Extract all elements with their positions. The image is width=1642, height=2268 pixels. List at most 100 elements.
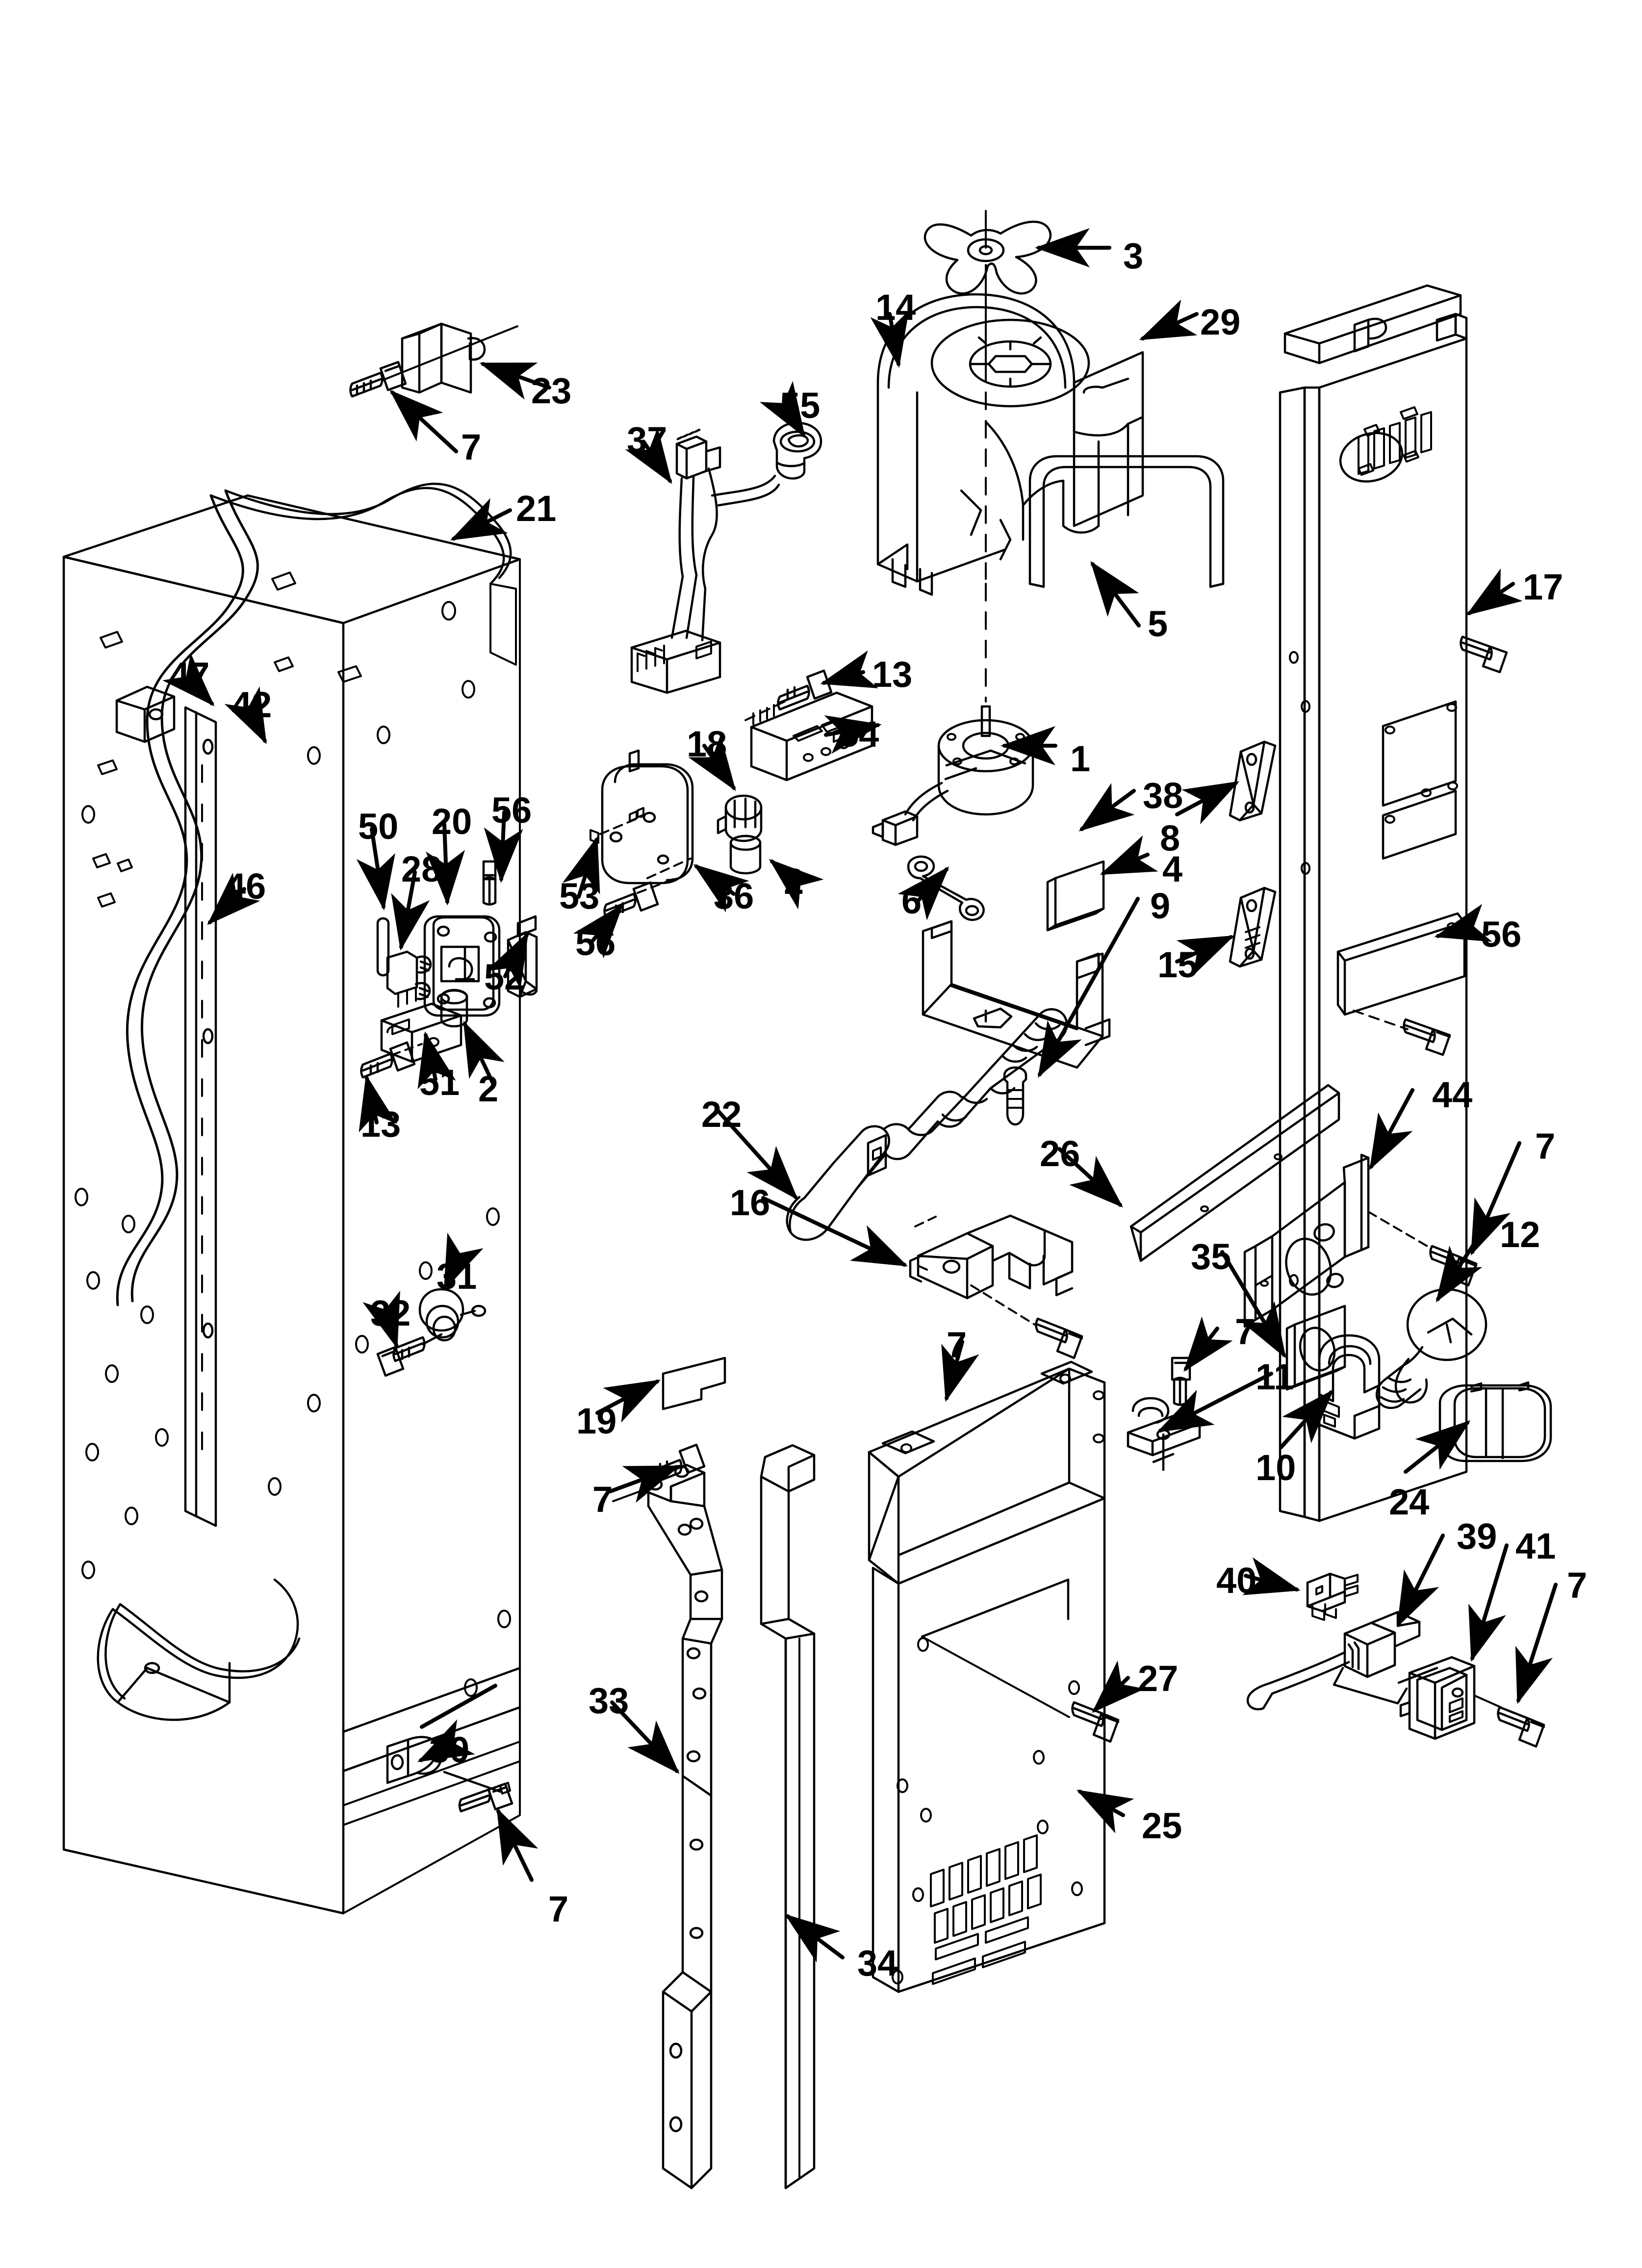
- screw-27-art: [1071, 1701, 1120, 1743]
- ground-strap-art: [907, 855, 985, 921]
- callout-label: 23: [531, 370, 572, 411]
- callout-label: 4: [1162, 849, 1183, 889]
- wire-clamp-art: [1127, 1397, 1201, 1471]
- right-side-panel-art: [1279, 313, 1508, 1522]
- callout-label: 7: [1567, 1565, 1588, 1606]
- callout-label: 46: [226, 866, 266, 907]
- callout-label: 11: [1256, 1356, 1294, 1397]
- callout-label: 13: [360, 1104, 401, 1145]
- callout-label: 5: [1148, 603, 1168, 644]
- callout-label: 44: [1432, 1074, 1473, 1115]
- callout-label: 56: [1481, 914, 1522, 955]
- callout-label: 51: [419, 1062, 460, 1103]
- callout-label: 36: [714, 876, 754, 916]
- light-lens-gasket-art: [1285, 1304, 1346, 1391]
- callout-label: 41: [1515, 1526, 1556, 1566]
- light-lens-cover-art: [1438, 1381, 1552, 1462]
- callout-label: 22: [701, 1094, 742, 1135]
- callout-label: 9: [1150, 886, 1171, 926]
- wire-connector-art: [1246, 1611, 1421, 1711]
- callout-label: 16: [730, 1182, 770, 1223]
- screw-56a-art: [482, 860, 497, 906]
- defrost-thermostat-art: [1397, 1656, 1502, 1740]
- screw-33-art: [649, 1443, 706, 1485]
- callout-label: 26: [1040, 1133, 1080, 1174]
- callout-label: 13: [872, 654, 913, 695]
- callout-label: 7: [1535, 1126, 1556, 1167]
- callout-label: 6: [901, 881, 922, 921]
- fan-shroud-cover-art: [876, 293, 1144, 596]
- callout-label: 38: [1143, 775, 1183, 816]
- callout-label: 8: [1160, 818, 1180, 859]
- air-duct-gasket-art: [1028, 455, 1225, 588]
- evaporator-fan-motor-art: [872, 705, 1034, 846]
- callout-label: 7: [1235, 1311, 1256, 1352]
- callout-label: 7: [548, 1889, 569, 1929]
- callout-label: 12: [1500, 1214, 1540, 1255]
- callout-label: 7: [947, 1325, 967, 1365]
- callout-label: 20: [432, 801, 472, 842]
- light-socket-art: [1318, 1334, 1381, 1440]
- door-support-rail-art: [760, 1444, 816, 2190]
- wire-retainer-bracket-art: [909, 1214, 1074, 1300]
- screw-13-top-art: [777, 669, 833, 711]
- screw-41-art: [1497, 1706, 1545, 1748]
- insulation-pad-art: [1046, 860, 1105, 932]
- screw-16-art: [1035, 1317, 1083, 1359]
- callout-label: 42: [231, 684, 272, 725]
- callout-label: 29: [1200, 302, 1241, 342]
- trim-angle-rail-art: [1129, 1084, 1340, 1262]
- callout-label: 54: [839, 714, 879, 755]
- thermistor-sensor-art: [772, 421, 822, 480]
- callout-label: 1: [1070, 738, 1091, 779]
- screw-23-art: [349, 361, 407, 398]
- leader-lines: [162, 228, 1558, 1963]
- callout-label: 32: [370, 1293, 411, 1333]
- callout-label: 27: [1138, 1658, 1179, 1699]
- callout-label: 15: [1157, 944, 1198, 985]
- light-bulb-art: [1375, 1288, 1488, 1409]
- door-hinge-arm-art: [647, 1463, 723, 2190]
- fan-motor-mount-art: [922, 920, 1111, 1069]
- roller-wheel-art: [418, 1288, 487, 1342]
- terminal-tab-art: [1306, 1572, 1359, 1621]
- callout-label: 25: [1142, 1805, 1182, 1846]
- vented-access-panel-art: [868, 1360, 1106, 1993]
- callout-label: 2: [478, 1069, 499, 1109]
- callout-label: 28: [401, 849, 442, 889]
- callout-label: 18: [687, 724, 727, 764]
- roller-screw-art: [376, 1333, 443, 1377]
- spacer-shim-art: [662, 1356, 726, 1410]
- callout-label: 2: [784, 861, 804, 902]
- callout-label: 7: [461, 427, 482, 468]
- rubber-isolator-2b-art: [440, 989, 468, 1028]
- callout-label: 56: [491, 790, 532, 831]
- callout-label: 53: [559, 876, 600, 916]
- callout-label: 10: [1256, 1447, 1296, 1488]
- callout-label: 14: [875, 287, 916, 328]
- callout-label: 34: [857, 1943, 898, 1983]
- callout-label: 56: [575, 922, 616, 963]
- grommet-18-art: [717, 794, 763, 842]
- corner-bracket-art: [401, 322, 486, 394]
- callout-label: 7: [592, 1479, 613, 1520]
- light-socket-bracket-art: [1243, 1153, 1428, 1328]
- screw-53-art: [603, 881, 659, 919]
- callout-label: 37: [627, 419, 667, 460]
- callout-label: 24: [1389, 1482, 1430, 1522]
- callout-label: 17: [1523, 567, 1564, 607]
- callout-label: 21: [516, 488, 557, 529]
- wire-harness-art: [630, 428, 780, 694]
- evaporator-fan-blade-art: [924, 220, 1052, 295]
- push-in-rivet-art: [1003, 1066, 1027, 1126]
- micro-switch-art: [380, 984, 462, 1063]
- callout-label: 47: [169, 655, 210, 696]
- latch-lever-art: [386, 950, 432, 1000]
- callout-label: 19: [576, 1401, 617, 1441]
- callout-label: 35: [1191, 1236, 1232, 1277]
- callout-label: 33: [589, 1680, 629, 1721]
- air-diffuser-duct-art: [786, 1008, 1068, 1241]
- door-stop-assembly-art: [1229, 886, 1277, 968]
- callout-label: 30: [429, 1729, 470, 1770]
